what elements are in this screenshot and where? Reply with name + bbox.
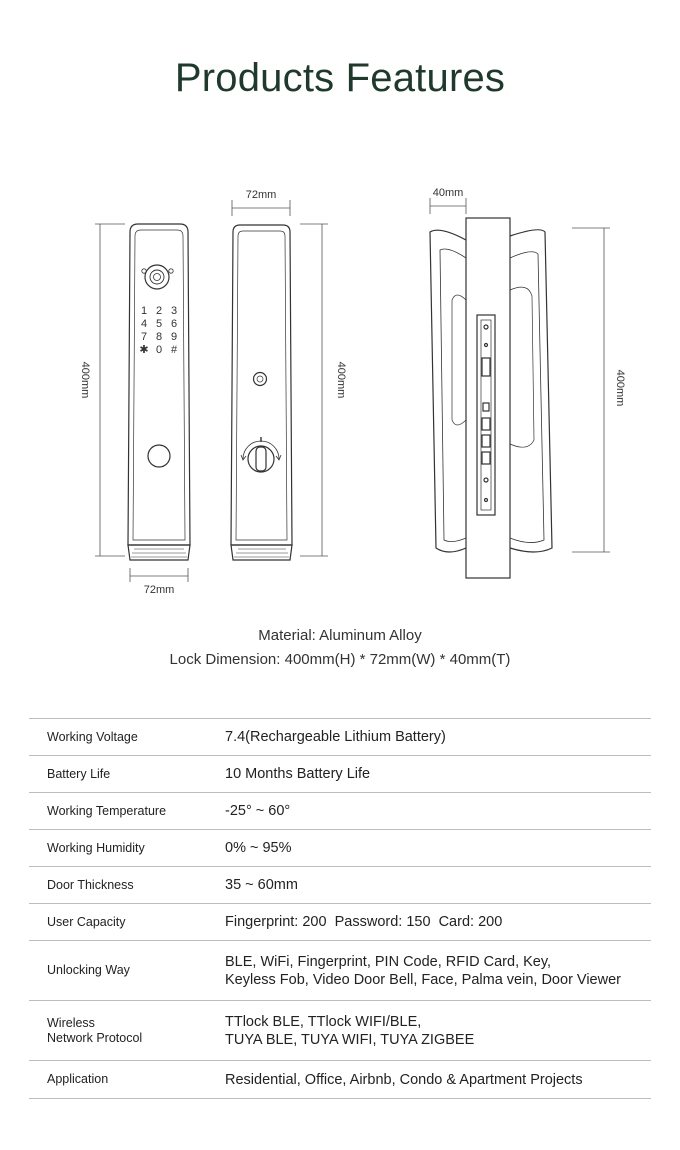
spec-row: Battery Life 10 Months Battery Life (29, 755, 651, 793)
spec-label: Working Temperature (47, 803, 167, 818)
spec-row: Working Humidity 0% ~ 95% (29, 829, 651, 867)
spec-label: Door Thickness (47, 877, 134, 892)
key-7: 7 (141, 331, 147, 343)
material-caption: Material: Aluminum Alloy (258, 627, 422, 644)
key-star: ✱ (139, 344, 148, 356)
spec-value: TTlock BLE, TTlock WIFI/BLE, TUYA BLE, T… (225, 1001, 651, 1061)
spec-value: 35 ~ 60mm (225, 877, 298, 893)
spec-value-line: TUYA BLE, TUYA WIFI, TUYA ZIGBEE (225, 1031, 475, 1048)
back-height-label: 400mm (335, 362, 347, 399)
spec-value: 7.4(Rechargeable Lithium Battery) (225, 729, 446, 745)
front-keypad: 1 2 3 4 5 6 7 8 9 ✱ 0 # (139, 305, 178, 356)
back-view (230, 224, 293, 561)
spec-label: Working Humidity (47, 840, 145, 855)
spec-row: Working Voltage 7.4(Rechargeable Lithium… (29, 718, 651, 756)
key-3: 3 (171, 305, 177, 317)
page-title: Products Features (174, 56, 506, 100)
back-dimension-lines (231, 200, 328, 557)
front-view (127, 223, 191, 561)
lock-technical-drawing: 1 2 3 4 5 6 7 8 9 ✱ 0 # 400mm 72mm (79, 187, 626, 596)
spec-value: Fingerprint: 200 Password: 150 Card: 200 (225, 914, 503, 930)
key-6: 6 (171, 318, 177, 330)
spec-row: Application Residential, Office, Airbnb,… (29, 1060, 651, 1099)
spec-value: 10 Months Battery Life (225, 766, 371, 782)
spec-row: Unlocking Way BLE, WiFi, Fingerprint, PI… (29, 940, 651, 1001)
key-2: 2 (156, 305, 162, 317)
spec-value: Residential, Office, Airbnb, Condo & Apa… (225, 1071, 583, 1088)
front-width-label: 72mm (144, 584, 175, 596)
spec-row: User Capacity Fingerprint: 200 Password:… (29, 903, 651, 941)
side-thickness-label: 40mm (433, 187, 464, 199)
front-height-label: 400mm (79, 362, 91, 399)
spec-row: Working Temperature -25° ~ 60° (29, 792, 651, 830)
spec-value: BLE, WiFi, Fingerprint, PIN Code, RFID C… (225, 941, 651, 1001)
spec-label: Working Voltage (47, 729, 138, 744)
spec-label-line: Network Protocol (47, 1030, 143, 1045)
side-dimension-lines (429, 198, 610, 553)
key-9: 9 (171, 331, 177, 343)
spec-row: Wireless Network Protocol TTlock BLE, TT… (29, 1000, 651, 1061)
spec-value-line: Keyless Fob, Video Door Bell, Face, Palm… (225, 971, 621, 988)
spec-label-line: Wireless (47, 1015, 95, 1030)
spec-label: Unlocking Way (47, 963, 130, 977)
spec-label: Application (47, 1072, 109, 1086)
spec-value: 0% ~ 95% (225, 840, 292, 856)
side-view (429, 217, 553, 579)
spec-row: Door Thickness 35 ~ 60mm (29, 866, 651, 904)
side-height-label: 400mm (614, 370, 626, 407)
spec-value-line: TTlock BLE, TTlock WIFI/BLE, (225, 1013, 422, 1030)
spec-table: Working Voltage 7.4(Rechargeable Lithium… (29, 718, 651, 1099)
spec-label: Wireless Network Protocol (29, 1001, 225, 1061)
key-hash: # (171, 344, 178, 356)
spec-label: Battery Life (47, 766, 111, 781)
key-1: 1 (141, 305, 147, 317)
key-5: 5 (156, 318, 162, 330)
key-0: 0 (156, 344, 162, 356)
back-width-label: 72mm (246, 189, 277, 201)
spec-label: User Capacity (47, 914, 126, 929)
spec-value-line: BLE, WiFi, Fingerprint, PIN Code, RFID C… (225, 953, 552, 970)
key-8: 8 (156, 331, 162, 343)
spec-value: -25° ~ 60° (225, 803, 291, 819)
key-4: 4 (141, 318, 147, 330)
dimension-caption: Lock Dimension: 400mm(H) * 72mm(W) * 40m… (169, 651, 511, 668)
front-dimension-lines (95, 223, 189, 582)
